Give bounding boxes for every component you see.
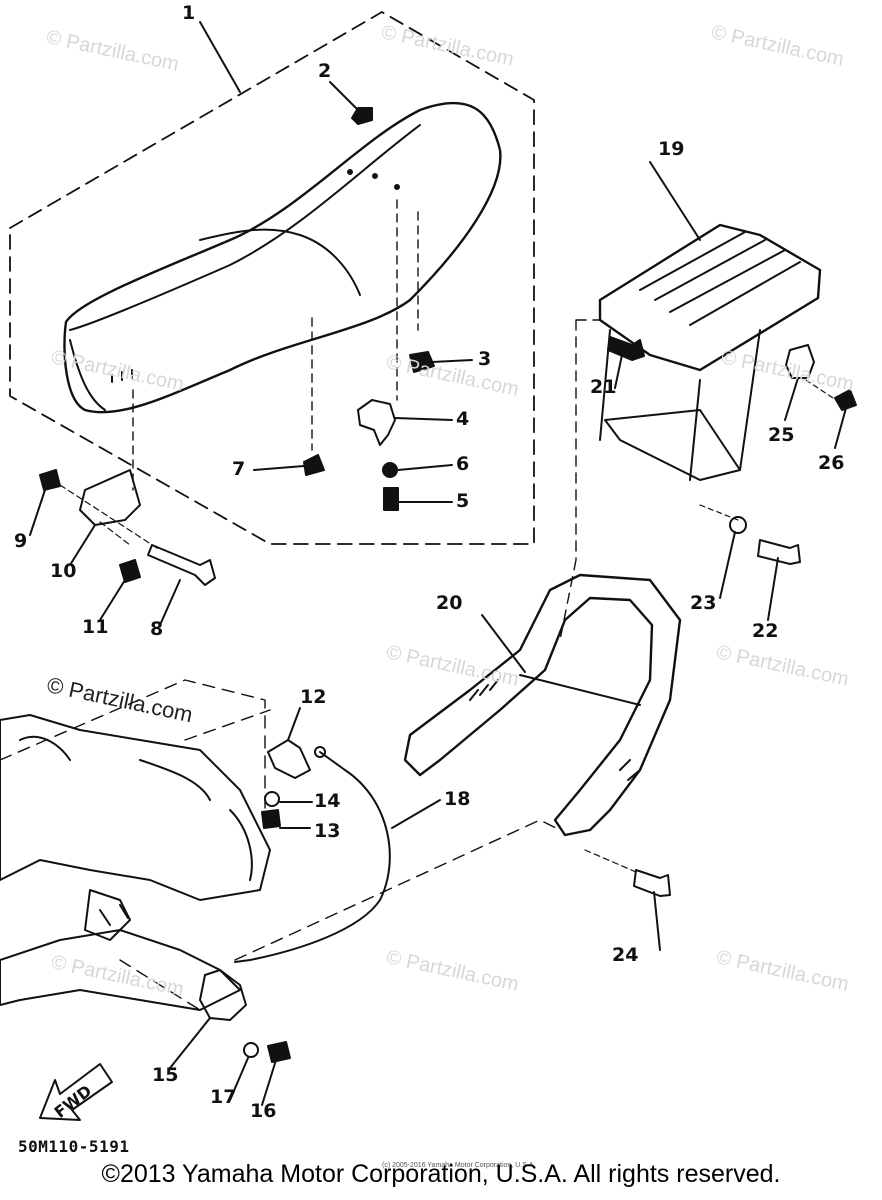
fine-print: (c) 2005-2016 Yamaha Motor Corporation, … (382, 1162, 536, 1169)
callout-6: 6 (456, 453, 470, 475)
rear-carrier (598, 223, 822, 372)
callout-20: 20 (436, 592, 463, 614)
callout-19: 19 (658, 138, 685, 160)
callout-24: 24 (612, 944, 639, 966)
callout-22: 22 (752, 620, 779, 642)
fwd-arrow (39, 1063, 113, 1121)
seat-group-boundary (9, 11, 535, 545)
callout-17: 17 (210, 1086, 237, 1108)
callout-26: 26 (818, 452, 845, 474)
cable (234, 751, 391, 963)
callout-2: 2 (318, 60, 332, 82)
callout-1: 1 (182, 2, 196, 24)
callout-5: 5 (456, 490, 470, 512)
callout-7: 7 (232, 458, 246, 480)
callout-3: 3 (478, 348, 492, 370)
callout-23: 23 (690, 592, 717, 614)
callout-10: 10 (50, 560, 77, 582)
diagram-code: 50M110-5191 (18, 1137, 130, 1156)
callout-12: 12 (300, 686, 327, 708)
copyright-notice: ©2013 Yamaha Motor Corporation, U.S.A. A… (101, 1160, 781, 1188)
callout-21: 21 (590, 376, 617, 398)
callout-4: 4 (456, 408, 470, 430)
callout-16: 16 (250, 1100, 277, 1122)
callout-15: 15 (152, 1064, 179, 1086)
callout-14: 14 (314, 790, 341, 812)
callout-25: 25 (768, 424, 795, 446)
callout-11: 11 (82, 616, 109, 638)
callout-9: 9 (14, 530, 28, 552)
grab-bar (403, 573, 682, 837)
frame (0, 714, 271, 901)
callout-13: 13 (314, 820, 341, 842)
seat (63, 101, 502, 414)
callout-18: 18 (444, 788, 471, 810)
callout-8: 8 (150, 618, 164, 640)
